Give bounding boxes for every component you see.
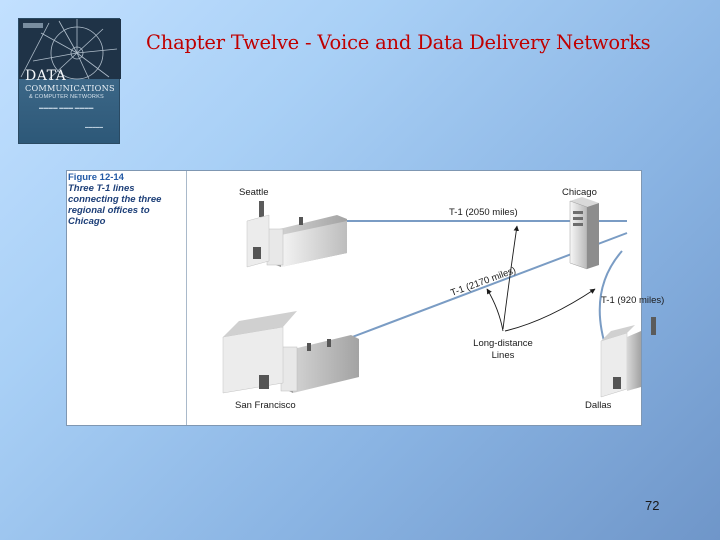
san-francisco-building-icon: [222, 311, 359, 394]
figure-panel: Figure 12-14 Three T-1 lines connecting …: [66, 170, 664, 426]
link-label-dallas-chicago: T-1 (920 miles): [601, 295, 664, 306]
node-label-san-francisco: San Francisco: [235, 400, 296, 411]
annotation-label-line2: Lines: [492, 350, 515, 361]
figure-caption: Three T-1 lines connecting the three reg…: [68, 183, 162, 227]
page-number: 72: [645, 498, 660, 513]
annotation-arrow-seattle-line: [502, 225, 519, 330]
figure-label: Figure 12-14: [68, 172, 124, 183]
link-label-seattle-chicago: T-1 (2050 miles): [449, 207, 518, 218]
slide-title: Chapter Twelve - Voice and Data Delivery…: [146, 31, 651, 54]
link-dallas-chicago: [598, 250, 623, 352]
annotation-label-line1: Long-distance: [473, 338, 533, 349]
annotation-arrow-sf-line: [486, 288, 504, 332]
dallas-building-icon: [600, 317, 656, 398]
node-label-chicago: Chicago: [562, 187, 597, 198]
book-title-line1: DATA: [25, 68, 67, 84]
network-diagram: T-1 (2050 miles) T-1 (2170 miles) T-1 (9…: [222, 187, 664, 411]
node-label-seattle: Seattle: [239, 187, 269, 198]
chicago-server-icon: [569, 197, 599, 270]
annotation-arrow-dallas-line: [504, 288, 596, 332]
book-publisher-placeholder: ▬▬▬▬▬: [85, 125, 103, 129]
seattle-building-icon: [246, 201, 347, 268]
book-cover-image: DATA COMMUNICATIONS & COMPUTER NETWORKS …: [18, 18, 121, 144]
book-author-placeholder: ▬▬▬▬ ▬▬▬ ▬▬▬▬: [39, 105, 94, 110]
book-title-line3: & COMPUTER NETWORKS: [29, 94, 104, 100]
book-title-line2: COMMUNICATIONS: [25, 83, 115, 93]
node-label-dallas: Dallas: [585, 400, 612, 411]
book-cover-wheel-graphic: [19, 19, 121, 80]
figure-caption-box: Figure 12-14 Three T-1 lines connecting …: [67, 171, 187, 425]
